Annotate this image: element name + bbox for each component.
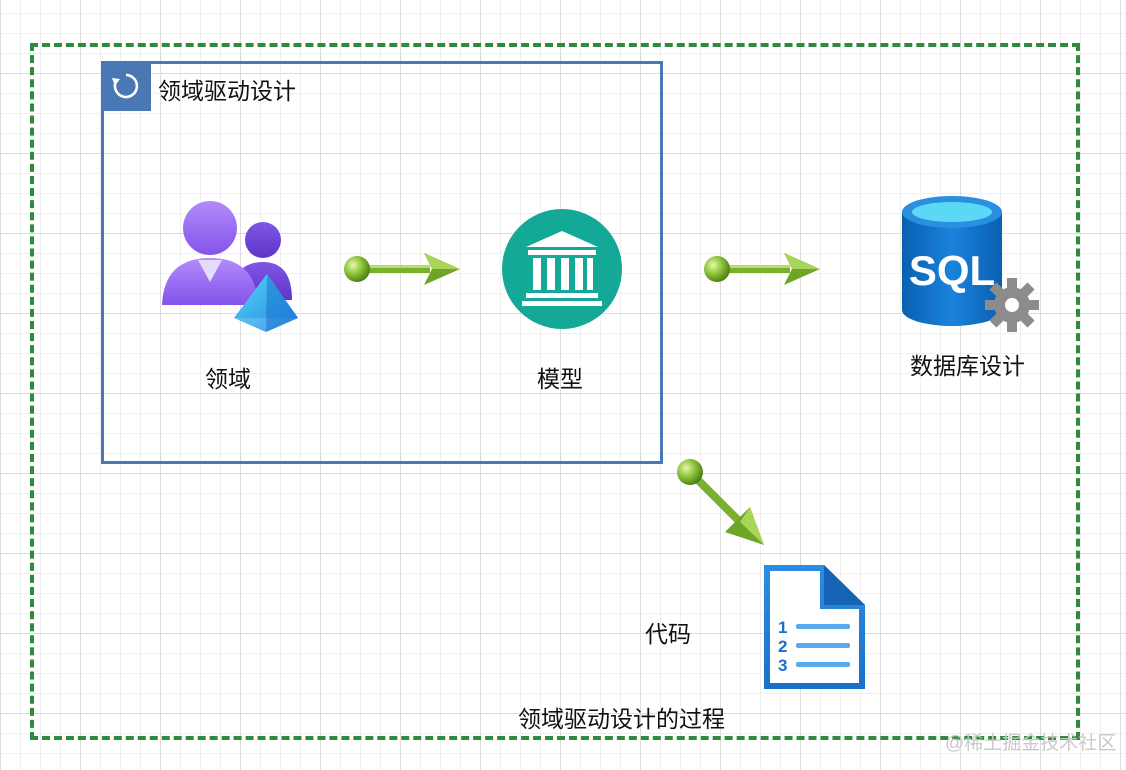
group-title: 领域驱动设计 (158, 78, 296, 104)
list-number-2: 2 (778, 637, 787, 656)
process-boundary (30, 43, 1080, 740)
arrow-domain-to-model (342, 250, 462, 288)
sql-text: SQL (909, 247, 995, 294)
sql-database-icon: SQL (900, 192, 1045, 334)
list-number-1: 1 (778, 618, 787, 637)
watermark: @稀土掘金技术社区 (945, 733, 1117, 754)
user-group-icon (158, 200, 303, 335)
diagram-caption: 领域驱动设计的过程 (518, 706, 725, 732)
arrow-model-to-database (702, 250, 822, 288)
refresh-icon (101, 61, 151, 111)
bank-building-icon (502, 209, 622, 329)
domain-label: 领域 (205, 366, 251, 392)
model-label: 模型 (537, 366, 583, 392)
arrow-model-to-code (670, 452, 770, 552)
numbered-document-icon: 1 2 3 (762, 563, 867, 691)
gear-icon (985, 278, 1039, 332)
database-label: 数据库设计 (910, 353, 1025, 379)
code-label: 代码 (645, 621, 691, 647)
list-number-3: 3 (778, 656, 787, 675)
ddd-group-frame (101, 61, 663, 464)
